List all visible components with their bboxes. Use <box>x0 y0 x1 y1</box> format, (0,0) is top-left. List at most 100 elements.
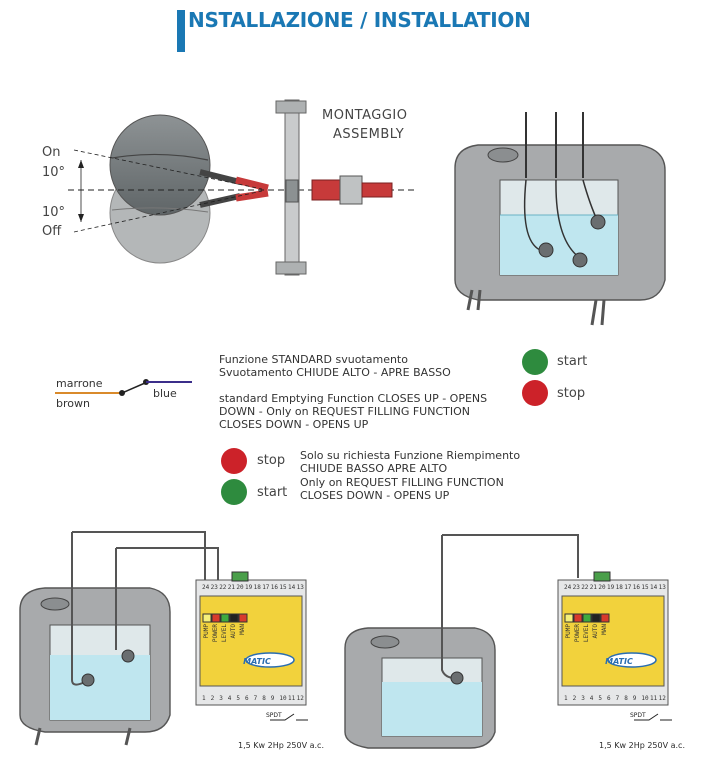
indicator-label-auto: AUTO <box>230 624 237 639</box>
controller-right-brand: MATIC <box>605 657 633 666</box>
request-function-line-4: CLOSES DOWN - OPENS UP <box>300 489 450 502</box>
float-angle-diagram <box>68 114 418 264</box>
wire-label-brown: brown <box>56 397 90 410</box>
terminal-bottom-4: 4 <box>590 695 594 702</box>
title-accent-bar <box>177 10 185 52</box>
terminal-bottom-2: 2 <box>211 695 215 702</box>
standard-function-line-2: Svuotamento CHIUDE ALTO - APRE BASSO <box>219 366 451 379</box>
label-on-degrees: 10° <box>42 165 66 180</box>
terminal-bottom-2: 2 <box>573 695 577 702</box>
controller-right <box>557 571 669 706</box>
terminal-bottom-3: 3 <box>219 695 223 702</box>
page-title: NSTALLAZIONE / INSTALLATION <box>188 8 531 32</box>
terminal-bottom-10: 10 <box>279 695 287 702</box>
terminal-top-19: 19 <box>245 584 253 591</box>
label-on: On <box>42 145 61 160</box>
indicator-label-power: POWER <box>212 624 219 642</box>
assembly-label-en: ASSEMBLY <box>333 127 405 142</box>
terminal-top-20: 20 <box>598 584 606 591</box>
terminal-top-21: 21 <box>228 584 236 591</box>
terminal-top-19: 19 <box>607 584 615 591</box>
terminal-bottom-1: 1 <box>202 695 206 702</box>
label-off: Off <box>42 224 62 239</box>
request-function-line-3: Only on REQUEST FILLING FUNCTION <box>300 476 504 489</box>
terminal-bottom-11: 11 <box>650 695 658 702</box>
terminal-top-17: 17 <box>624 584 632 591</box>
indicator-label-man: MAN <box>239 624 246 635</box>
terminal-top-14: 14 <box>650 584 658 591</box>
terminal-bottom-1: 1 <box>564 695 568 702</box>
standard-function-line-5: CLOSES DOWN - OPENS UP <box>219 418 369 431</box>
indicator-label-level: LEVEL <box>583 624 590 642</box>
indicator-label-level: LEVEL <box>221 624 228 642</box>
assembly-fitting <box>311 175 393 205</box>
label-off-degrees: 10° <box>42 205 66 220</box>
light-start-top-label: start <box>557 354 588 369</box>
terminal-bottom-8: 8 <box>262 695 266 702</box>
terminal-top-22: 22 <box>219 584 227 591</box>
terminal-bottom-11: 11 <box>288 695 296 702</box>
terminal-bottom-5: 5 <box>236 695 240 702</box>
terminal-top-24: 24 <box>564 584 572 591</box>
light-start-top <box>522 349 548 375</box>
terminal-bottom-7: 7 <box>254 695 258 702</box>
terminal-top-15: 15 <box>641 584 649 591</box>
terminal-bottom-5: 5 <box>598 695 602 702</box>
terminal-bottom-8: 8 <box>624 695 628 702</box>
terminal-top-21: 21 <box>590 584 598 591</box>
terminal-top-23: 23 <box>573 584 581 591</box>
rating-right: 1,5 Kw 2Hp 250V a.c. <box>599 741 685 750</box>
terminal-bottom-7: 7 <box>616 695 620 702</box>
standard-function-line-3: standard Emptying Function CLOSES UP - O… <box>219 392 488 405</box>
indicator-label-pump: PUMP <box>565 624 572 639</box>
indicator-label-auto: AUTO <box>592 624 599 639</box>
spdt-label-right: SPDT <box>630 712 646 719</box>
terminal-top-17: 17 <box>262 584 270 591</box>
light-stop-top-label: stop <box>557 386 586 401</box>
terminal-bottom-6: 6 <box>607 695 611 702</box>
terminal-top-14: 14 <box>288 584 296 591</box>
light-stop-bottom <box>221 448 247 474</box>
terminal-bottom-6: 6 <box>245 695 249 702</box>
tank-bottom-left <box>19 531 219 746</box>
indicator-label-man: MAN <box>601 624 608 635</box>
terminal-top-18: 18 <box>616 584 624 591</box>
terminal-top-23: 23 <box>211 584 219 591</box>
request-function-line-2: CHIUDE BASSO APRE ALTO <box>300 462 448 475</box>
indicator-label-power: POWER <box>574 624 581 642</box>
terminal-bottom-12: 12 <box>297 695 305 702</box>
indicator-label-pump: PUMP <box>203 624 210 639</box>
assembly-label-it: MONTAGGIO <box>322 108 408 123</box>
terminal-top-18: 18 <box>254 584 262 591</box>
terminal-bottom-12: 12 <box>659 695 667 702</box>
terminal-top-13: 13 <box>659 584 667 591</box>
standard-function-line-1: Funzione STANDARD svuotamento <box>219 353 408 366</box>
terminal-bottom-10: 10 <box>641 695 649 702</box>
terminal-top-16: 16 <box>633 584 641 591</box>
light-stop-top <box>522 380 548 406</box>
spdt-label-left: SPDT <box>266 712 282 719</box>
terminal-top-16: 16 <box>271 584 279 591</box>
switch-wiring-symbol <box>55 379 192 396</box>
terminal-bottom-4: 4 <box>228 695 232 702</box>
terminal-top-22: 22 <box>581 584 589 591</box>
standard-function-line-4: DOWN - Only on REQUEST FILLING FUNCTION <box>219 405 470 418</box>
terminal-bottom-3: 3 <box>581 695 585 702</box>
terminal-bottom-9: 9 <box>633 695 637 702</box>
rating-left: 1,5 Kw 2Hp 250V a.c. <box>238 741 324 750</box>
terminal-bottom-9: 9 <box>271 695 275 702</box>
light-start-bottom <box>221 479 247 505</box>
wire-label-marrone: marrone <box>56 377 103 390</box>
terminal-top-13: 13 <box>297 584 305 591</box>
wire-label-blue: blue <box>153 387 177 400</box>
controller-left-brand: MATIC <box>243 657 271 666</box>
tank-top-right <box>454 112 666 326</box>
terminal-top-20: 20 <box>236 584 244 591</box>
float-ball-on <box>109 114 211 216</box>
terminal-top-15: 15 <box>279 584 287 591</box>
tank-bottom-right <box>344 534 579 749</box>
light-start-bottom-label: start <box>257 485 288 500</box>
controller-left <box>195 571 307 706</box>
